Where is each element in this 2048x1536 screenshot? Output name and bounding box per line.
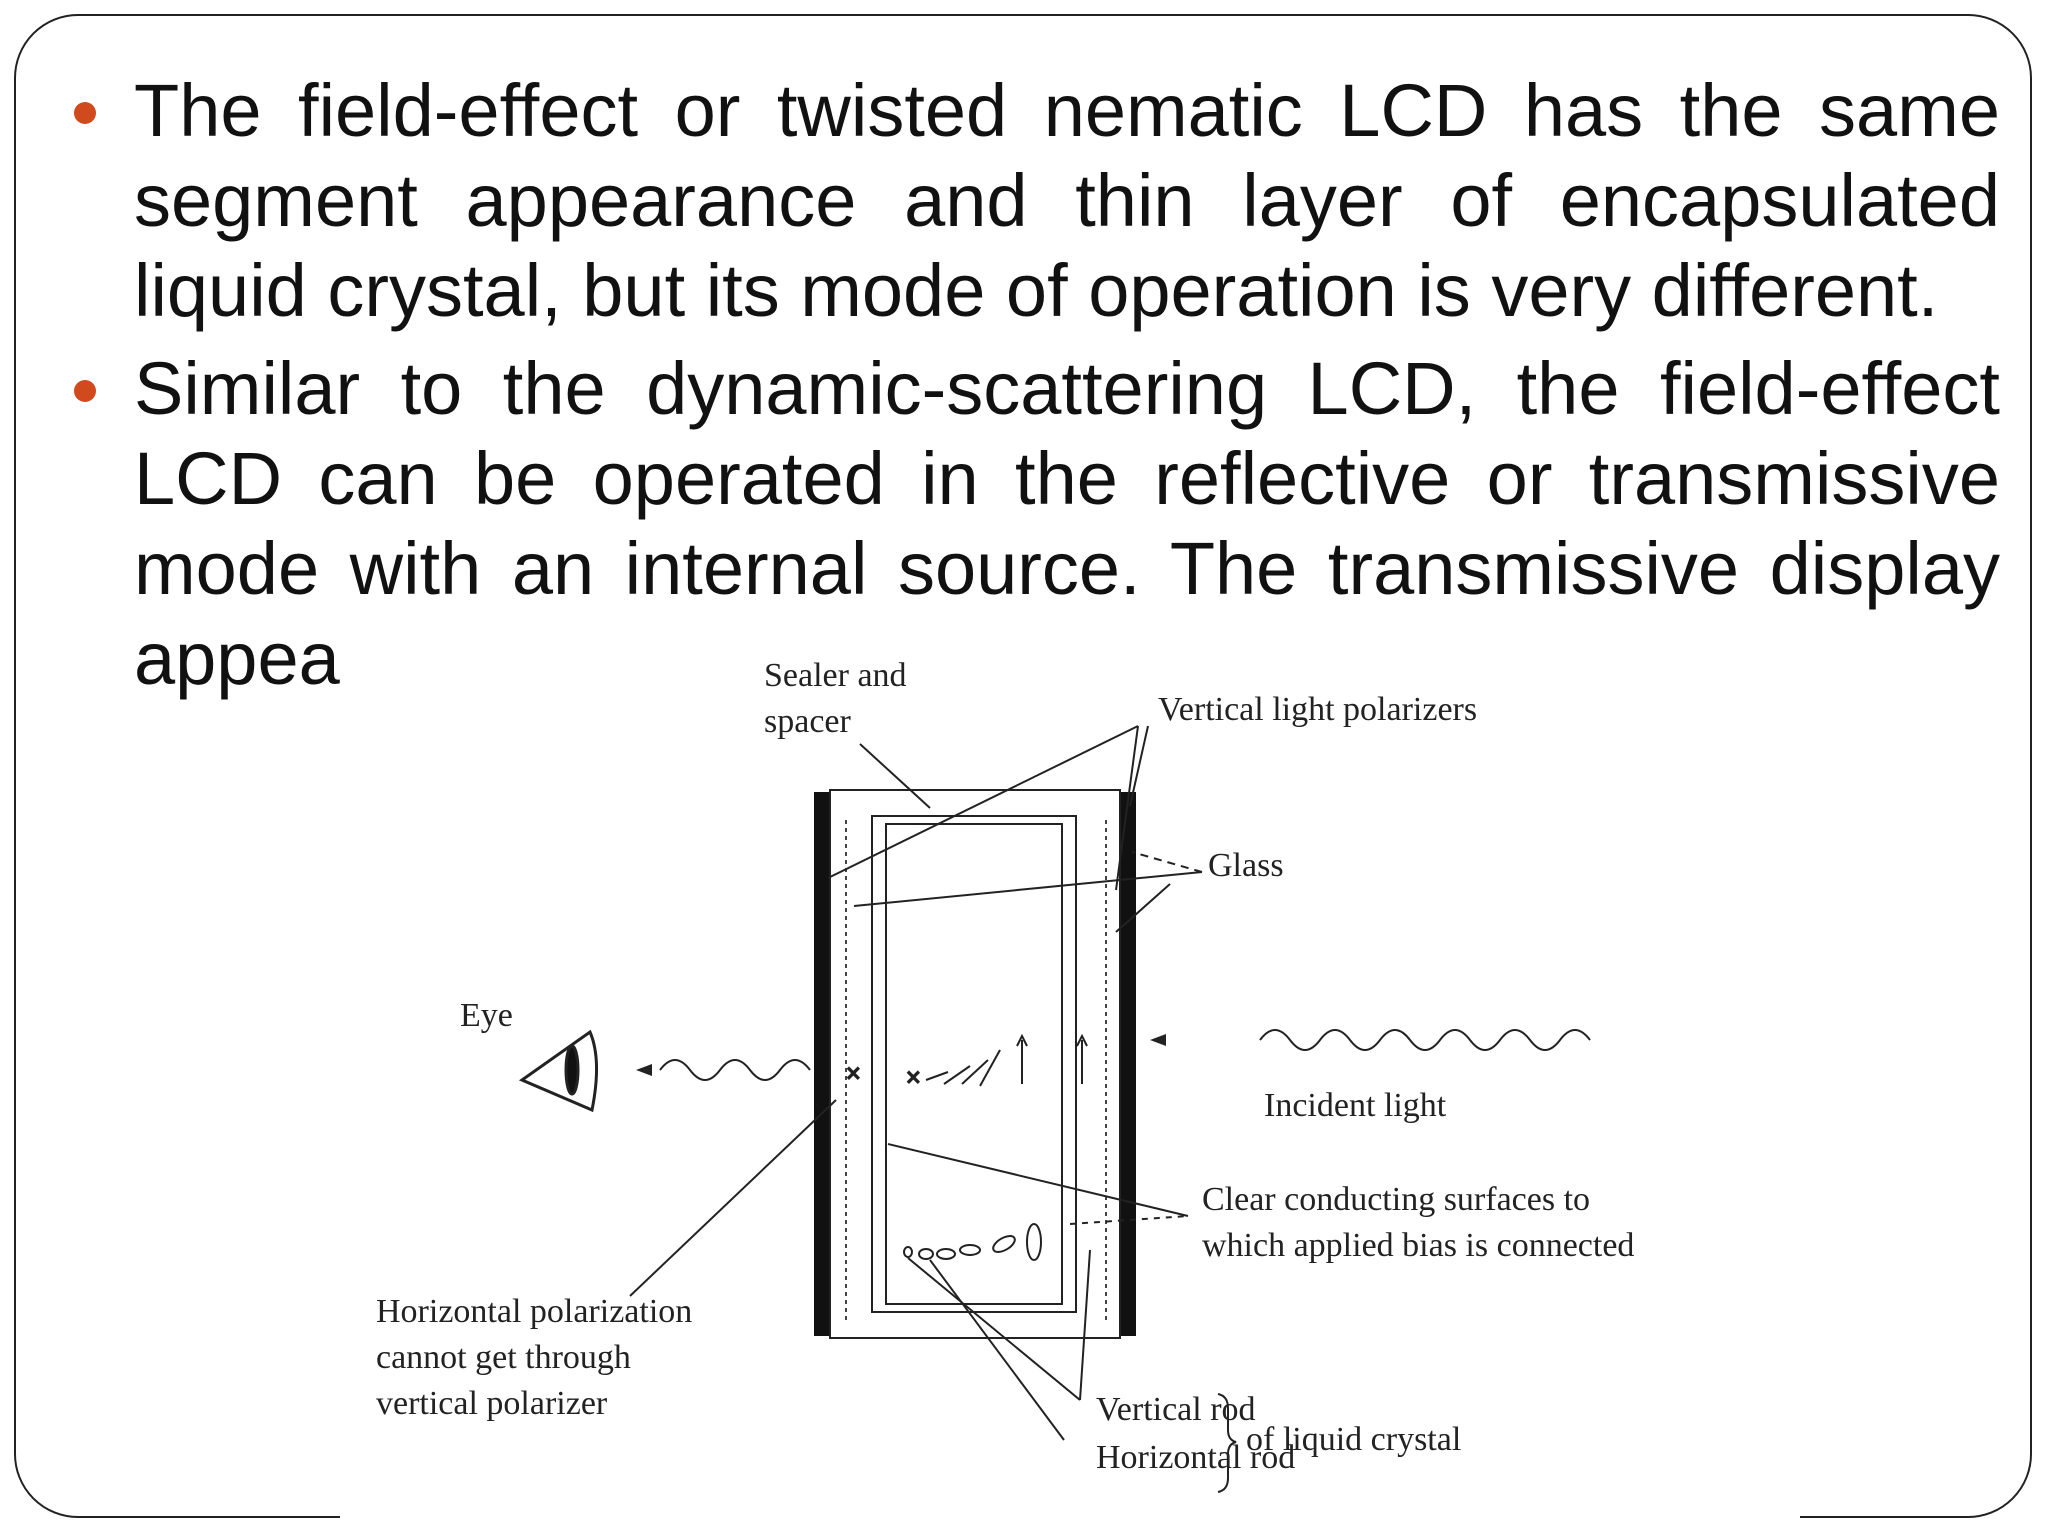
bullet-dot-icon [74,380,96,402]
svg-text:×: × [846,1059,861,1088]
bullet-list: The field-effect or twisted nematic LCD … [70,66,2000,712]
bullet-text: Similar to the dynamic-scattering LCD, t… [134,347,2000,700]
leader-lines [629,725,1203,1441]
label-sealer-1: Sealer and [764,657,907,694]
lcd-diagram-svg: × × Sealer and spacer Vertical light pol… [376,657,1634,1493]
lcd-diagram: × × Sealer and spacer Vertical light pol… [340,640,1800,1520]
label-glass: Glass [1208,847,1284,884]
bullet-text: The field-effect or twisted nematic LCD … [134,69,2000,332]
right-polarizer [1120,792,1136,1336]
bullet-item: Similar to the dynamic-scattering LCD, t… [70,344,2000,704]
liquid-crystal-layer [885,823,1063,1305]
label-eye: Eye [460,997,513,1034]
bullet-item: The field-effect or twisted nematic LCD … [70,66,2000,336]
svg-text:×: × [906,1063,921,1092]
bullet-dot-icon [74,102,96,124]
label-clear-1: Clear conducting surfaces to [1202,1181,1590,1218]
label-vertical-rod: Vertical rod [1096,1391,1256,1428]
label-of-liquid-crystal: of liquid crystal [1246,1421,1461,1458]
inner-cell [871,815,1077,1313]
brace-icon [1217,1393,1237,1493]
label-incident-light: Incident light [1264,1087,1447,1124]
label-horizontal-2: cannot get through [376,1339,631,1376]
label-sealer-2: spacer [764,703,852,740]
label-horizontal-3: vertical polarizer [376,1385,608,1422]
transmitted-wave [659,1059,811,1081]
label-vertical-polarizers: Vertical light polarizers [1158,691,1477,728]
label-horizontal-1: Horizontal polarization [376,1293,692,1330]
label-clear-2: which applied bias is connected [1202,1227,1634,1264]
label-horizontal-rod: Horizontal rod [1096,1439,1295,1476]
incident-wave [1259,1029,1591,1051]
transmitted-arrowhead [636,1064,652,1076]
left-polarizer [814,792,830,1336]
eye-icon [518,1029,599,1113]
molecule-arrows: × × [845,1033,1088,1261]
incident-arrowhead [1150,1034,1166,1046]
outer-cell [829,789,1121,1339]
